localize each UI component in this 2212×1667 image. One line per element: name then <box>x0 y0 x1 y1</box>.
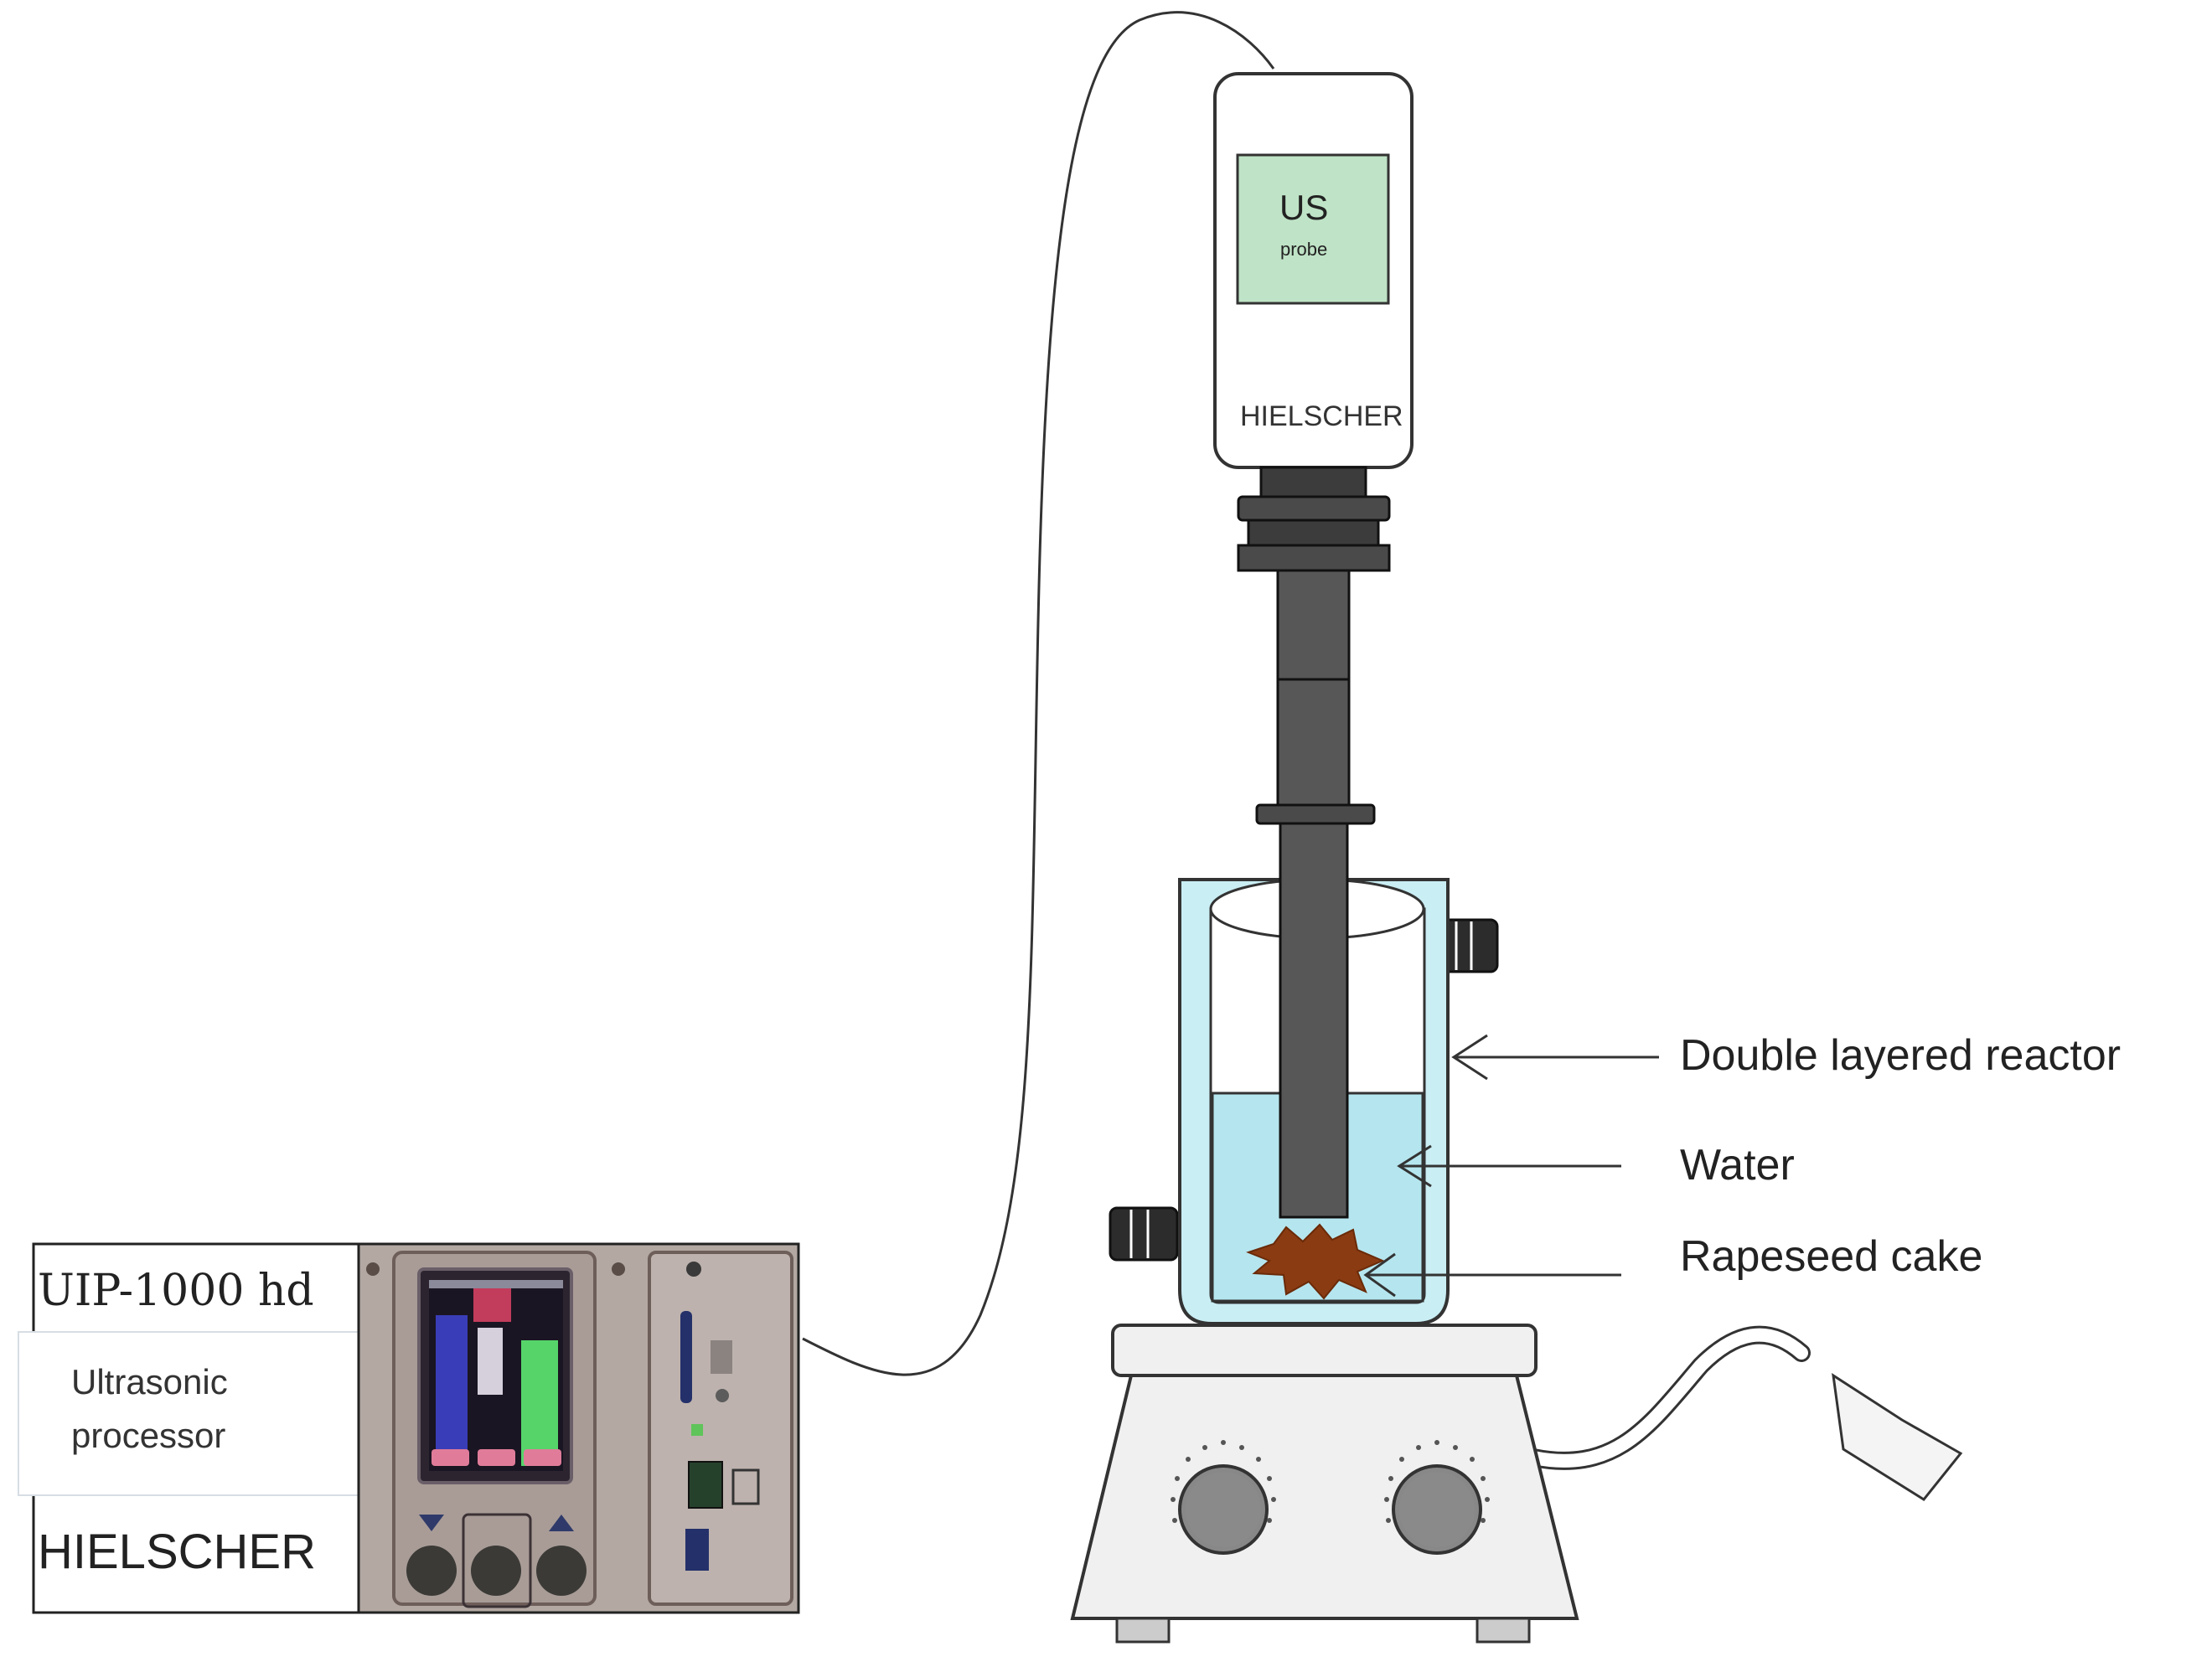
callout-rapeseed-cake: Rapeseed cake <box>1363 1232 1982 1298</box>
io-module-led <box>716 1389 729 1402</box>
stirrer-foot-left <box>1115 1617 1171 1644</box>
display-softkey-3 <box>524 1449 561 1466</box>
display-softkey-1 <box>432 1449 469 1466</box>
probe-screen-sublabel: probe <box>1280 239 1327 260</box>
panel-screw-mid <box>612 1262 625 1276</box>
control-knob-left <box>406 1546 457 1596</box>
display-blue-bar <box>436 1315 468 1458</box>
display-white-bar <box>478 1328 503 1395</box>
down-arrow-icon <box>419 1515 444 1531</box>
rapeseed-cake <box>1246 1223 1385 1300</box>
probe-tip-in-vessel <box>1279 822 1349 1219</box>
callout-water: Water <box>1397 1141 1795 1190</box>
callout-arrowhead-reactor <box>1451 1034 1488 1081</box>
probe-screen <box>1236 153 1390 305</box>
io-module-screw <box>686 1262 701 1277</box>
speed-dial-icon[interactable] <box>1178 1464 1269 1555</box>
display-red-bar <box>473 1288 511 1322</box>
label-rapeseed-cake: Rapeseed cake <box>1680 1232 1982 1281</box>
probe-screen-label: US <box>1279 188 1328 227</box>
control-knob-right <box>536 1546 587 1596</box>
stirrer-body <box>1070 1374 1579 1620</box>
probe-flange <box>1255 803 1376 825</box>
callout-reactor: Double layered reactor <box>1451 1031 2121 1081</box>
io-module-switch <box>711 1340 732 1374</box>
display-softkey-2 <box>478 1449 515 1466</box>
probe-collar-1 <box>1259 466 1367 498</box>
probe-cable <box>802 11 1275 1376</box>
stirrer-power-plug <box>1832 1372 1963 1501</box>
io-module-lower-slot <box>685 1529 709 1571</box>
processor-model-label: UIP-1000 hd <box>38 1266 314 1316</box>
io-module-slot <box>680 1311 692 1403</box>
probe-horn-upper <box>1276 569 1351 681</box>
temperature-dial-icon[interactable] <box>1392 1464 1482 1555</box>
processor-description-line1: Ultrasonic <box>71 1362 228 1401</box>
processor-description-line2: processor <box>71 1416 225 1455</box>
probe-horn-mid <box>1276 678 1351 807</box>
display-top-strip <box>429 1280 563 1288</box>
double-layered-reactor <box>1109 822 1499 1325</box>
callout-arrowhead-water <box>1397 1144 1432 1188</box>
io-module-green-indicator <box>691 1424 703 1436</box>
probe-brand-label: HIELSCHER <box>1240 400 1403 432</box>
up-arrow-icon <box>549 1515 574 1531</box>
probe-collar-3 <box>1247 519 1380 547</box>
reactor-inlet-barb <box>1109 1206 1179 1262</box>
stirrer-foot-right <box>1476 1617 1531 1644</box>
callout-arrowhead-cake <box>1363 1252 1396 1298</box>
label-double-layered-reactor: Double layered reactor <box>1680 1031 2121 1080</box>
panel-screw-left <box>366 1262 380 1276</box>
speed-dial-scale <box>1171 1440 1276 1523</box>
probe-collar-4 <box>1237 544 1391 572</box>
ultrasonic-processor-unit: UIP-1000 hd Ultrasonic processor HIELSCH… <box>18 1242 800 1614</box>
temperature-dial-scale <box>1384 1440 1490 1523</box>
control-knob-housing <box>462 1513 532 1608</box>
probe-collar-2 <box>1237 495 1391 522</box>
processor-brand-label: HIELSCHER <box>38 1525 316 1579</box>
io-module-port <box>688 1461 723 1509</box>
label-water: Water <box>1680 1141 1795 1190</box>
ultrasonic-probe: US probe HIELSCHER <box>1213 72 1414 825</box>
io-module-network-icon <box>731 1468 760 1505</box>
stirrer-top-plate <box>1111 1324 1538 1377</box>
processor-io-module <box>648 1251 793 1606</box>
display-green-bar <box>521 1340 558 1466</box>
magnetic-stirrer <box>1070 1324 1963 1644</box>
processor-description-box <box>18 1331 363 1496</box>
control-knob-center <box>471 1546 521 1596</box>
